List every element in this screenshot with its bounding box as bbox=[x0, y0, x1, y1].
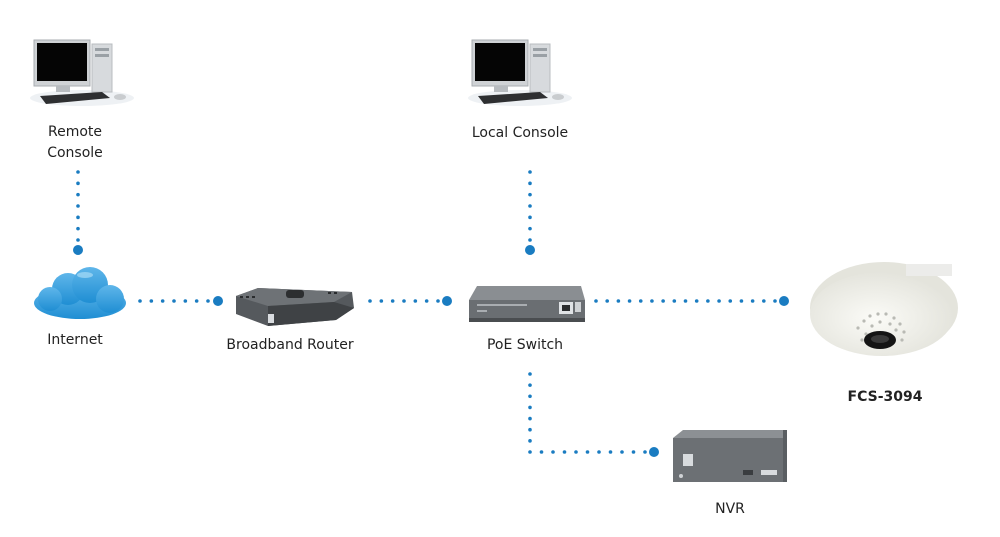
router-label: Broadband Router bbox=[226, 337, 354, 353]
link-dot bbox=[528, 416, 532, 421]
network-switch-icon bbox=[469, 286, 585, 322]
link-dot bbox=[76, 181, 80, 186]
link-dot bbox=[402, 299, 406, 303]
poe-switch-node[interactable] bbox=[467, 282, 587, 326]
link-remote-console-internet bbox=[73, 170, 83, 255]
link-dot bbox=[528, 238, 532, 242]
link-dot bbox=[390, 299, 395, 303]
camera-node[interactable] bbox=[806, 258, 960, 360]
link-dot bbox=[379, 299, 384, 303]
link-dot bbox=[739, 299, 744, 303]
link-dot bbox=[528, 170, 532, 174]
link-dot bbox=[138, 299, 142, 303]
link-switch-nvr bbox=[528, 372, 659, 457]
internet-label: Internet bbox=[47, 332, 103, 348]
link-dot bbox=[605, 299, 609, 303]
link-dot bbox=[528, 204, 532, 208]
link-dot bbox=[585, 450, 590, 454]
link-dot bbox=[597, 450, 601, 454]
internet-node[interactable] bbox=[30, 265, 130, 325]
link-dot bbox=[627, 299, 632, 303]
link-dot bbox=[728, 299, 733, 303]
link-switch-camera bbox=[594, 296, 789, 306]
link-dot bbox=[528, 394, 532, 399]
link-dot bbox=[76, 170, 80, 174]
link-dot bbox=[528, 405, 532, 410]
link-dot bbox=[76, 204, 80, 208]
link-endpoint bbox=[525, 245, 535, 255]
nvr-recorder-icon bbox=[673, 430, 787, 482]
link-endpoint bbox=[649, 447, 659, 457]
link-dot bbox=[620, 450, 624, 454]
link-dot bbox=[436, 299, 440, 303]
local-console-node[interactable] bbox=[460, 36, 572, 108]
link-endpoint bbox=[213, 296, 223, 306]
router-icon bbox=[236, 288, 354, 326]
nvr-node[interactable] bbox=[671, 428, 789, 486]
link-dot bbox=[160, 299, 165, 303]
link-dot bbox=[750, 299, 755, 303]
local-console-label: Local Console bbox=[471, 125, 569, 141]
link-dot bbox=[76, 238, 80, 242]
desktop-computer-icon bbox=[468, 39, 572, 106]
camera-model-label: FCS-3094 bbox=[847, 389, 923, 405]
link-dot bbox=[643, 450, 647, 454]
remote-console-node[interactable] bbox=[22, 36, 134, 108]
remote-console-label-line2: Console bbox=[47, 145, 103, 161]
link-dot bbox=[608, 450, 613, 454]
link-dot bbox=[594, 299, 598, 303]
link-dot bbox=[631, 450, 636, 454]
link-dot bbox=[528, 450, 532, 454]
link-dot bbox=[551, 450, 555, 454]
link-dot bbox=[528, 383, 532, 387]
link-dot bbox=[638, 299, 643, 303]
remote-console-label: Remote Console bbox=[30, 122, 120, 164]
link-endpoint bbox=[73, 245, 83, 255]
link-dot bbox=[76, 215, 80, 220]
link-dot bbox=[172, 299, 176, 303]
fisheye-dome-camera-icon bbox=[810, 262, 958, 356]
link-local-console-switch bbox=[525, 170, 535, 255]
link-endpoint bbox=[442, 296, 452, 306]
link-dot bbox=[528, 226, 532, 231]
link-dot bbox=[706, 299, 710, 303]
router-node[interactable] bbox=[228, 286, 356, 330]
link-dot bbox=[183, 299, 188, 303]
link-dot bbox=[562, 450, 567, 454]
link-dot bbox=[206, 299, 210, 303]
link-dot bbox=[773, 299, 777, 303]
link-dot bbox=[539, 450, 544, 454]
link-dot bbox=[528, 439, 532, 443]
link-dot bbox=[76, 192, 80, 197]
link-dot bbox=[368, 299, 372, 303]
link-dot bbox=[650, 299, 654, 303]
link-dot bbox=[413, 299, 418, 303]
link-dot bbox=[528, 215, 532, 220]
link-dot bbox=[661, 299, 665, 303]
link-dot bbox=[528, 427, 532, 432]
link-dot bbox=[616, 299, 621, 303]
poe-switch-label: PoE Switch bbox=[486, 337, 564, 353]
link-dot bbox=[528, 372, 532, 376]
link-endpoint bbox=[779, 296, 789, 306]
link-dot bbox=[683, 299, 688, 303]
link-dot bbox=[717, 299, 721, 303]
remote-console-label-line1: Remote bbox=[47, 124, 103, 140]
link-dot bbox=[149, 299, 154, 303]
nvr-label: NVR bbox=[715, 501, 745, 517]
link-dot bbox=[424, 299, 429, 303]
link-dot bbox=[672, 299, 677, 303]
link-dot bbox=[528, 192, 532, 197]
link-dot bbox=[574, 450, 578, 454]
cloud-icon bbox=[34, 267, 126, 319]
link-dot bbox=[528, 181, 532, 186]
link-dot bbox=[762, 299, 766, 303]
link-internet-router bbox=[138, 296, 223, 306]
desktop-computer-icon bbox=[30, 39, 134, 106]
link-dot bbox=[694, 299, 699, 303]
link-dot bbox=[194, 299, 199, 303]
link-dot bbox=[76, 226, 80, 231]
link-router-switch bbox=[368, 296, 452, 306]
